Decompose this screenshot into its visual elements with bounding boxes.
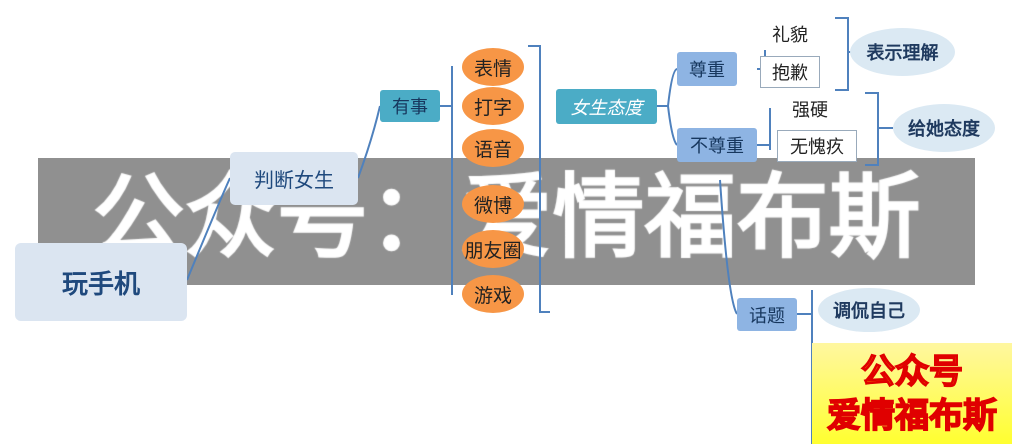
disrespect-item[interactable]: 无愧疚 bbox=[777, 130, 857, 162]
channel-node[interactable]: 语音 bbox=[462, 129, 524, 167]
channel-node[interactable]: 表情 bbox=[462, 48, 524, 86]
disrespect-node[interactable]: 不尊重 bbox=[677, 128, 757, 162]
topic-action-node[interactable]: 调侃自己 bbox=[818, 288, 920, 332]
judge-node[interactable]: 判断女生 bbox=[230, 152, 358, 205]
attitude-node[interactable]: 女生态度 bbox=[556, 89, 657, 124]
respect-node[interactable]: 尊重 bbox=[677, 52, 737, 86]
channel-node[interactable]: 打字 bbox=[462, 87, 524, 125]
respect-item[interactable]: 抱歉 bbox=[760, 56, 820, 88]
topic-node[interactable]: 话题 bbox=[737, 298, 797, 331]
disrespect-action-node[interactable]: 给她态度 bbox=[893, 104, 995, 152]
logo-line2: 爱情福布斯 bbox=[826, 395, 998, 437]
respect-item[interactable]: 礼貌 bbox=[760, 18, 820, 50]
root-node[interactable]: 玩手机 bbox=[15, 243, 187, 321]
channel-node[interactable]: 朋友圈 bbox=[462, 230, 524, 268]
busy-node[interactable]: 有事 bbox=[380, 90, 440, 122]
channel-node[interactable]: 微博 bbox=[462, 185, 524, 223]
logo-line1: 公众号 bbox=[860, 351, 964, 393]
channel-node[interactable]: 游戏 bbox=[462, 275, 524, 313]
watermark-logo: 公众号 爱情福布斯 bbox=[812, 343, 1012, 444]
disrespect-item[interactable]: 强硬 bbox=[780, 94, 840, 124]
respect-action-node[interactable]: 表示理解 bbox=[850, 28, 955, 76]
